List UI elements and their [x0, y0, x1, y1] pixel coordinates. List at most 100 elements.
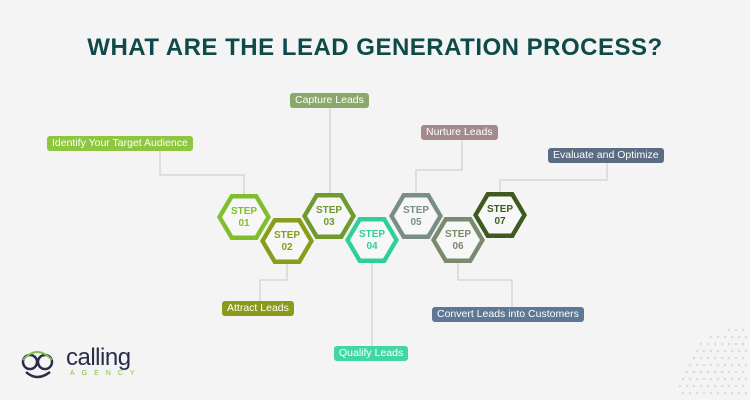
decor-dot: [716, 391, 720, 395]
decor-dot: [727, 356, 731, 360]
step-label-03: Capture Leads: [290, 93, 369, 108]
decor-dot: [702, 377, 706, 381]
decor-dot: [706, 384, 710, 388]
step-label-06: Convert Leads into Customers: [432, 307, 584, 322]
hexagon-inner: [350, 221, 394, 259]
decor-dot: [737, 391, 741, 395]
decor-dot: [720, 384, 724, 388]
decor-dot: [720, 370, 724, 374]
decor-dot: [727, 370, 731, 374]
decor-dot: [706, 342, 710, 346]
decor-dot: [730, 377, 734, 381]
decor-dot: [695, 363, 699, 367]
step-label-02: Attract Leads: [222, 301, 294, 316]
decor-dot: [730, 349, 734, 353]
decor-dot: [737, 349, 741, 353]
decor-dot: [734, 384, 738, 388]
decor-dot: [695, 391, 699, 395]
connector-02: [259, 263, 288, 301]
hexagon-inner: [436, 221, 480, 259]
step-number: 05: [410, 217, 422, 228]
decor-dot: [695, 377, 699, 381]
hexagon-inner: [478, 196, 522, 234]
step-word: STEP: [316, 205, 342, 216]
decor-dot: [709, 391, 713, 395]
logo-subtitle: AGENCY: [70, 370, 142, 377]
decor-dot: [720, 342, 724, 346]
step-word: STEP: [445, 229, 471, 240]
step-word: STEP: [403, 205, 429, 216]
decor-dot: [727, 328, 731, 332]
decor-dot: [709, 335, 713, 339]
decor-dot: [741, 384, 745, 388]
connector-07: [499, 163, 608, 193]
decor-dot: [741, 328, 745, 332]
decor-dot: [716, 377, 720, 381]
decor-dot: [702, 363, 706, 367]
step-word: STEP: [359, 229, 385, 240]
decor-dot: [727, 384, 731, 388]
decor-dot: [730, 363, 734, 367]
hexagon-inner: [307, 197, 351, 235]
step-label-07: Evaluate and Optimize: [548, 148, 664, 163]
step-number: 07: [494, 216, 506, 227]
decor-dot: [744, 363, 748, 367]
decor-dot: [709, 349, 713, 353]
decor-dot: [741, 356, 745, 360]
page-title: WHAT ARE THE LEAD GENERATION PROCESS?: [87, 34, 663, 61]
step-number: 04: [366, 241, 378, 252]
step-label-01: Identify Your Target Audience: [47, 136, 193, 151]
decor-dot: [713, 356, 717, 360]
decor-dot: [706, 356, 710, 360]
decor-dot: [723, 363, 727, 367]
decor-dot: [709, 377, 713, 381]
decor-dot: [744, 377, 748, 381]
decor-dot: [744, 349, 748, 353]
decor-dot: [709, 363, 713, 367]
decor-dot: [692, 384, 696, 388]
decor-dot: [730, 335, 734, 339]
step-number: 03: [323, 217, 335, 228]
connector-05: [415, 140, 463, 194]
decor-dot: [681, 391, 685, 395]
decor-dot: [741, 342, 745, 346]
decor-dot: [699, 384, 703, 388]
decor-dot: [688, 377, 692, 381]
decor-dot: [713, 342, 717, 346]
decor-dot: [723, 391, 727, 395]
decor-dot: [744, 391, 748, 395]
connector-06: [457, 262, 513, 307]
decor-dot: [699, 342, 703, 346]
decor-dot: [720, 356, 724, 360]
decor-dot: [734, 356, 738, 360]
decor-dot: [737, 335, 741, 339]
connector-01: [159, 151, 245, 194]
decor-dot: [716, 349, 720, 353]
decor-dot: [713, 370, 717, 374]
decor-dot: [702, 391, 706, 395]
decor-dot: [688, 391, 692, 395]
decor-dot: [702, 349, 706, 353]
step-label-05: Nurture Leads: [421, 125, 498, 140]
decor-dot: [688, 363, 692, 367]
decor-dot: [723, 335, 727, 339]
decor-dot: [723, 377, 727, 381]
hexagon-inner: [222, 198, 266, 236]
step-word: STEP: [231, 206, 257, 217]
decor-dot: [744, 335, 748, 339]
decor-dot: [734, 370, 738, 374]
decor-dot: [681, 377, 685, 381]
decor-dot: [699, 370, 703, 374]
step-number: 01: [238, 218, 250, 229]
decor-dot: [713, 384, 717, 388]
decor-dot: [692, 356, 696, 360]
decor-dot: [723, 349, 727, 353]
decor-dot: [678, 384, 682, 388]
decor-dot: [716, 335, 720, 339]
